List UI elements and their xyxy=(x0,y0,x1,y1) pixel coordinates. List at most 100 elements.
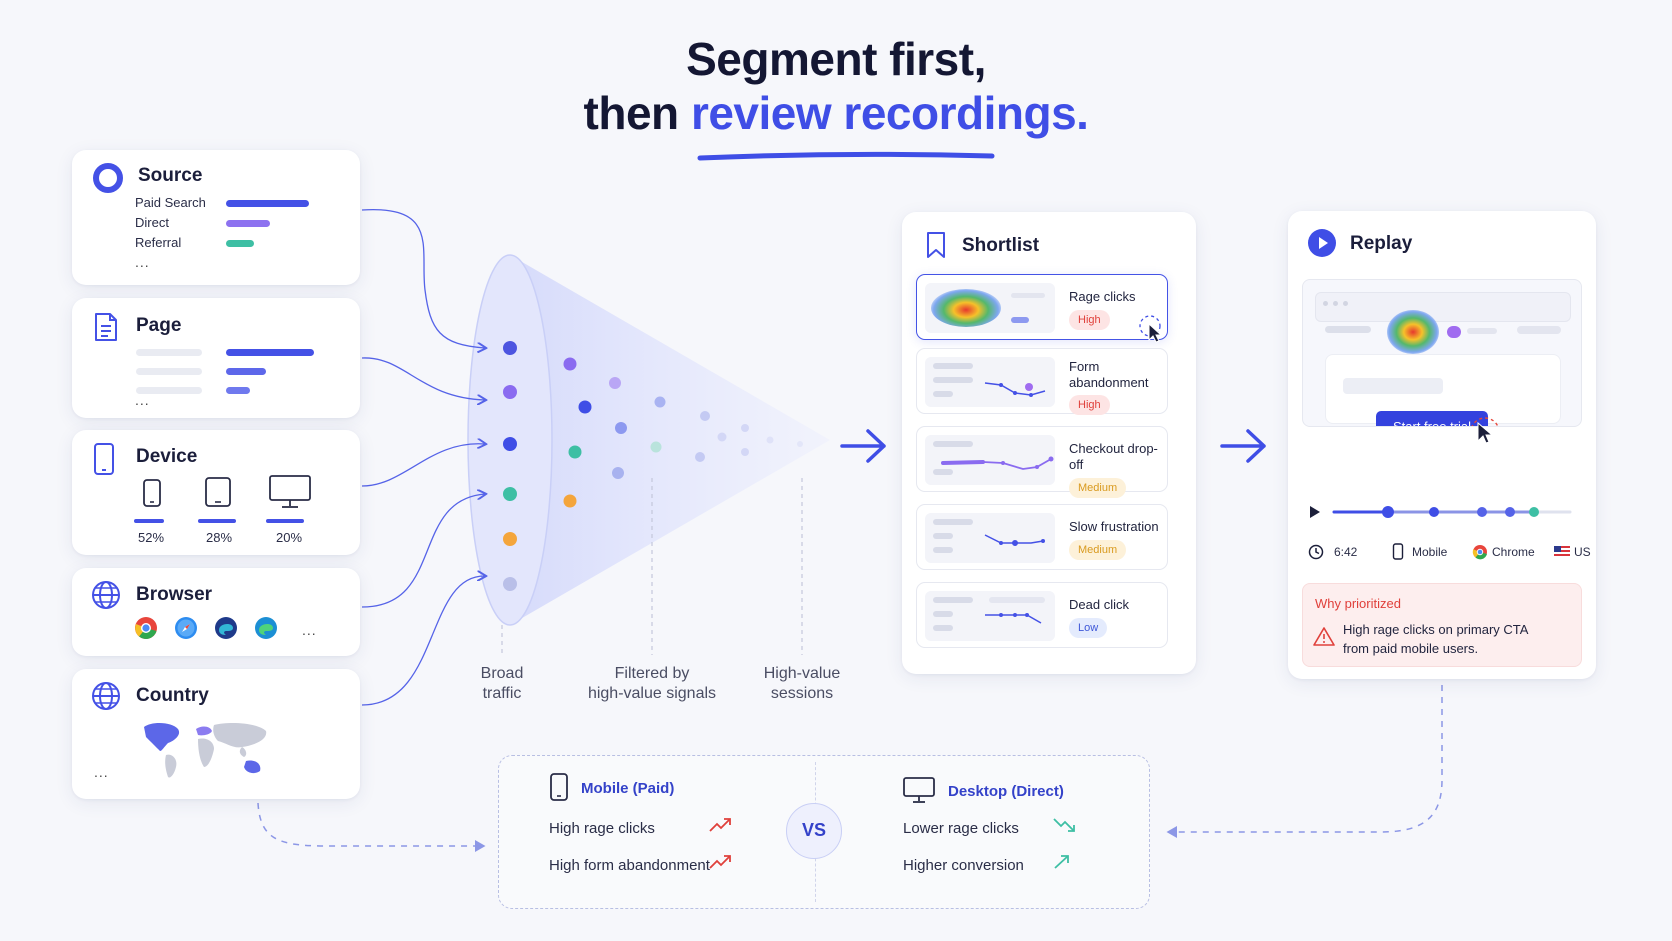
shortlist-item-slow-frustration[interactable]: Slow frustration Medium xyxy=(916,504,1168,570)
session-thumbnail xyxy=(925,435,1055,485)
shortlist-label: Dead click Low xyxy=(1069,597,1129,638)
shortlist-label-text: Form abandonment xyxy=(1069,359,1149,390)
page-card[interactable]: Page ... xyxy=(72,298,360,418)
stage-line: high-value signals xyxy=(587,685,717,702)
compare-right-title: Desktop (Direct) xyxy=(948,783,1064,800)
mobile-icon xyxy=(1392,543,1404,560)
stage-line: sessions xyxy=(770,685,834,702)
stage-line: Broad xyxy=(480,665,524,682)
why-title: Why prioritized xyxy=(1315,596,1401,611)
play-icon[interactable] xyxy=(1308,505,1322,519)
replay-device: Mobile xyxy=(1412,545,1448,559)
priority-badge: Medium xyxy=(1069,540,1127,560)
desktop-pct: 20% xyxy=(276,530,303,545)
title-line-1: Segment first, xyxy=(686,33,986,85)
replay-preview[interactable]: Start free trial xyxy=(1302,279,1582,427)
source-row-label: Direct xyxy=(135,215,169,230)
shortlist-label-text: Dead click xyxy=(1069,597,1129,612)
session-thumbnail xyxy=(925,357,1055,407)
priority-badge: Medium xyxy=(1069,478,1127,498)
source-more: ... xyxy=(135,254,150,270)
shortlist-card: Shortlist Rage clicks High xyxy=(902,212,1196,674)
why-text: High rage clicks on primary CTA from pai… xyxy=(1343,620,1528,658)
shortlist-item-rage-clicks[interactable]: Rage clicks High xyxy=(916,274,1168,343)
arrow-to-replay xyxy=(1220,429,1266,463)
shortlist-item-checkout-dropoff[interactable]: Checkout drop-off Medium xyxy=(916,426,1168,498)
browser-more: ... xyxy=(302,622,317,638)
source-row-bar xyxy=(226,200,309,207)
chrome-icon xyxy=(135,617,157,639)
shortlist-label-text: Slow frustration xyxy=(1069,519,1159,534)
mobile-icon xyxy=(550,773,568,801)
preview-heatmap xyxy=(1387,310,1439,354)
replay-title: Replay xyxy=(1350,233,1413,254)
play-circle-icon[interactable] xyxy=(1306,227,1338,259)
source-row-label: Referral xyxy=(135,235,182,250)
title-line-2: then review recordings. xyxy=(0,86,1672,140)
source-row-label: Paid Search xyxy=(135,195,206,210)
phone-share-bar xyxy=(134,519,164,523)
replay-card: Replay Start free trial xyxy=(1288,211,1596,679)
shortlist-label: Form abandonment High xyxy=(1069,359,1159,415)
title-line-2-plain: then xyxy=(583,87,691,139)
country-card[interactable]: Country ... xyxy=(72,669,360,799)
compare-left-row: High form abandonment xyxy=(549,857,710,874)
tablet-share-bar xyxy=(198,519,236,523)
page-row-bar xyxy=(226,368,266,375)
bookmark-icon xyxy=(927,232,945,258)
shortlist-label-text: Rage clicks xyxy=(1069,289,1136,304)
why-line: High rage clicks on primary CTA xyxy=(1343,622,1529,637)
trend-down-icon xyxy=(1053,818,1075,832)
page-title-label: Page xyxy=(136,315,182,336)
preview-browser-bar xyxy=(1315,292,1571,322)
stage-high-value: High-value sessions xyxy=(742,664,862,704)
replay-browser: Chrome xyxy=(1492,545,1535,559)
timeline-scrubber[interactable] xyxy=(1332,504,1572,520)
priority-badge: Low xyxy=(1069,618,1108,638)
compare-right-row: Lower rage clicks xyxy=(903,820,1019,837)
tablet-pct: 28% xyxy=(206,530,233,545)
cursor-icon xyxy=(1477,421,1494,444)
edge-dark-icon xyxy=(215,617,237,639)
shortlist-label: Checkout drop-off Medium xyxy=(1069,441,1167,498)
priority-badge: High xyxy=(1069,310,1110,330)
start-free-trial-button[interactable]: Start free trial xyxy=(1376,411,1488,426)
shortlist-item-dead-click[interactable]: Dead click Low xyxy=(916,582,1168,648)
stage-broad-traffic: Broad traffic xyxy=(452,664,552,704)
device-title: Device xyxy=(136,446,198,467)
safari-icon xyxy=(175,617,197,639)
globe-icon xyxy=(92,682,120,710)
shortlist-label: Rage clicks High xyxy=(1069,289,1135,330)
page-row-placeholder xyxy=(136,349,202,356)
tablet-icon xyxy=(205,477,231,507)
cursor-click-icon xyxy=(1139,315,1163,343)
desktop-share-bar xyxy=(266,519,304,523)
browser-card[interactable]: Browser ... xyxy=(72,568,360,656)
source-ring-icon xyxy=(93,163,123,193)
trend-up-icon xyxy=(709,855,731,869)
shortlist-title: Shortlist xyxy=(962,235,1040,256)
shortlist-label: Slow frustration Medium xyxy=(1069,519,1159,560)
page-row-placeholder xyxy=(136,387,202,394)
stage-filtered: Filtered by high-value signals xyxy=(572,664,732,704)
device-card[interactable]: Device 52% 28% 20% xyxy=(72,430,360,555)
source-row-bar xyxy=(226,240,254,247)
clock-icon xyxy=(1308,544,1324,560)
page-row-placeholder xyxy=(136,368,202,375)
why-line: from paid mobile users. xyxy=(1343,641,1479,656)
desktop-icon xyxy=(903,777,935,803)
compare-left-row: High rage clicks xyxy=(549,820,655,837)
compare-right-row: Higher conversion xyxy=(903,857,1024,874)
replay-country: US xyxy=(1574,545,1591,559)
desktop-icon xyxy=(269,475,311,508)
shortlist-item-form-abandonment[interactable]: Form abandonment High xyxy=(916,348,1168,415)
source-title: Source xyxy=(138,165,203,186)
title-line-2-accent: review recordings. xyxy=(690,87,1089,139)
phone-icon xyxy=(143,479,161,507)
country-more: ... xyxy=(94,764,109,780)
page-title: Segment first, then review recordings. xyxy=(0,32,1672,140)
world-map-icon xyxy=(144,723,267,778)
replay-duration: 6:42 xyxy=(1334,545,1358,559)
